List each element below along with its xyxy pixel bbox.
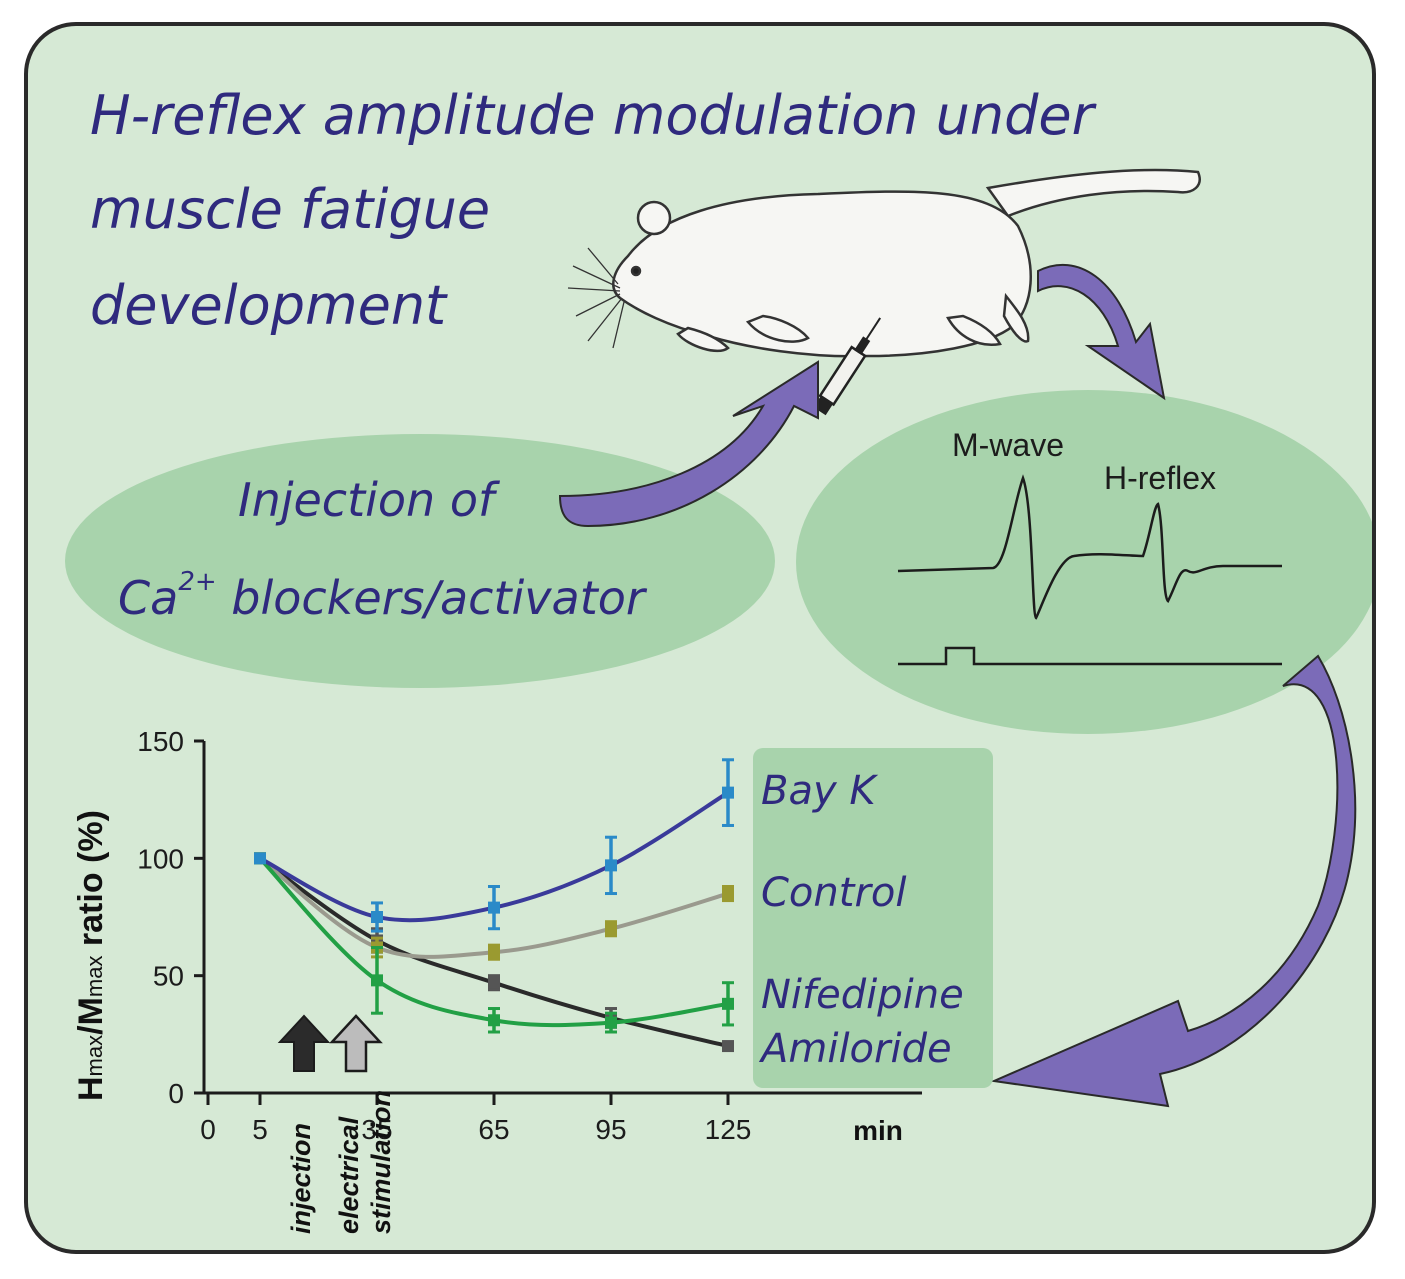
data-point — [488, 1014, 500, 1027]
x-tick-label: 0 — [200, 1114, 216, 1145]
x-tick-label: 65 — [478, 1114, 509, 1145]
data-point — [371, 974, 383, 987]
rat-whiskers — [567, 247, 625, 349]
stimulus-trace — [898, 646, 1282, 666]
arrow-injection-to-rat — [558, 360, 819, 528]
series-line-nifedipine — [258, 856, 729, 1028]
data-point — [722, 887, 734, 900]
x-tick-label: 95 — [595, 1114, 626, 1145]
recording-ellipse — [796, 390, 1372, 734]
arrow-rat-to-recording — [1037, 263, 1166, 401]
injection-annotation: injection — [286, 1123, 316, 1234]
syringe-icon — [813, 317, 882, 416]
legend-nifedipine: Nifedipine — [761, 972, 964, 1018]
data-point — [605, 1016, 617, 1029]
m-wave-label: M-wave — [952, 427, 1064, 463]
emg-trace — [897, 474, 1282, 620]
y-axis-label: Hmax/Mmax ratio (%) — [72, 810, 110, 1101]
data-point — [722, 786, 734, 799]
title-line-2: muscle fatigue — [90, 178, 490, 241]
y-tick-label: 50 — [153, 961, 184, 992]
injection-label-line1: Injection of — [238, 473, 500, 527]
h-reflex-label: H-reflex — [1104, 460, 1216, 496]
arrow-recording-to-chart — [990, 654, 1357, 1108]
injection-label-line2: Ca2+ blockers/activator — [118, 567, 648, 625]
y-tick-label: 150 — [137, 726, 184, 757]
chart-area: 0 50 100 150 0 5 35 65 95 125 min Hmax/Mmax rati… — [72, 726, 922, 1234]
rat-illustration — [612, 168, 1201, 358]
x-ticks: 0 5 35 65 95 125 — [200, 1093, 751, 1145]
y-ticks: 0 50 100 150 — [137, 726, 204, 1109]
y-tick-label: 100 — [137, 843, 184, 874]
figure-frame: H-reflex amplitude modulation under musc… — [24, 22, 1376, 1254]
injection-arrow-icon — [277, 1014, 331, 1072]
legend-box — [753, 748, 993, 1088]
series-layer — [254, 758, 734, 1053]
data-point — [371, 911, 383, 923]
data-point — [722, 997, 734, 1010]
data-point — [488, 901, 500, 914]
x-tick-label: 35 — [361, 1114, 392, 1145]
data-point — [605, 859, 617, 872]
x-tick-label: 5 — [252, 1114, 268, 1145]
x-unit-label: min — [853, 1115, 903, 1146]
legend-bay-k: Bay K — [761, 768, 878, 814]
data-point — [605, 922, 617, 935]
data-point — [254, 852, 266, 865]
stimulation-annotation-line1: electrical — [334, 1116, 364, 1234]
legend-amiloride: Amiloride — [758, 1026, 952, 1072]
data-point — [488, 976, 500, 989]
x-tick-label: 125 — [705, 1114, 752, 1145]
legend-control: Control — [761, 870, 906, 916]
stimulation-arrow-icon — [329, 1014, 383, 1073]
data-point — [722, 1040, 734, 1053]
data-point — [488, 946, 500, 959]
y-tick-label: 0 — [168, 1078, 184, 1109]
figure-canvas: H-reflex amplitude modulation under musc… — [65, 84, 1372, 1234]
title-line-1: H-reflex amplitude modulation under — [90, 84, 1097, 147]
stimulation-annotation-line2: stimulation — [366, 1090, 396, 1234]
title-line-3: development — [90, 274, 448, 337]
